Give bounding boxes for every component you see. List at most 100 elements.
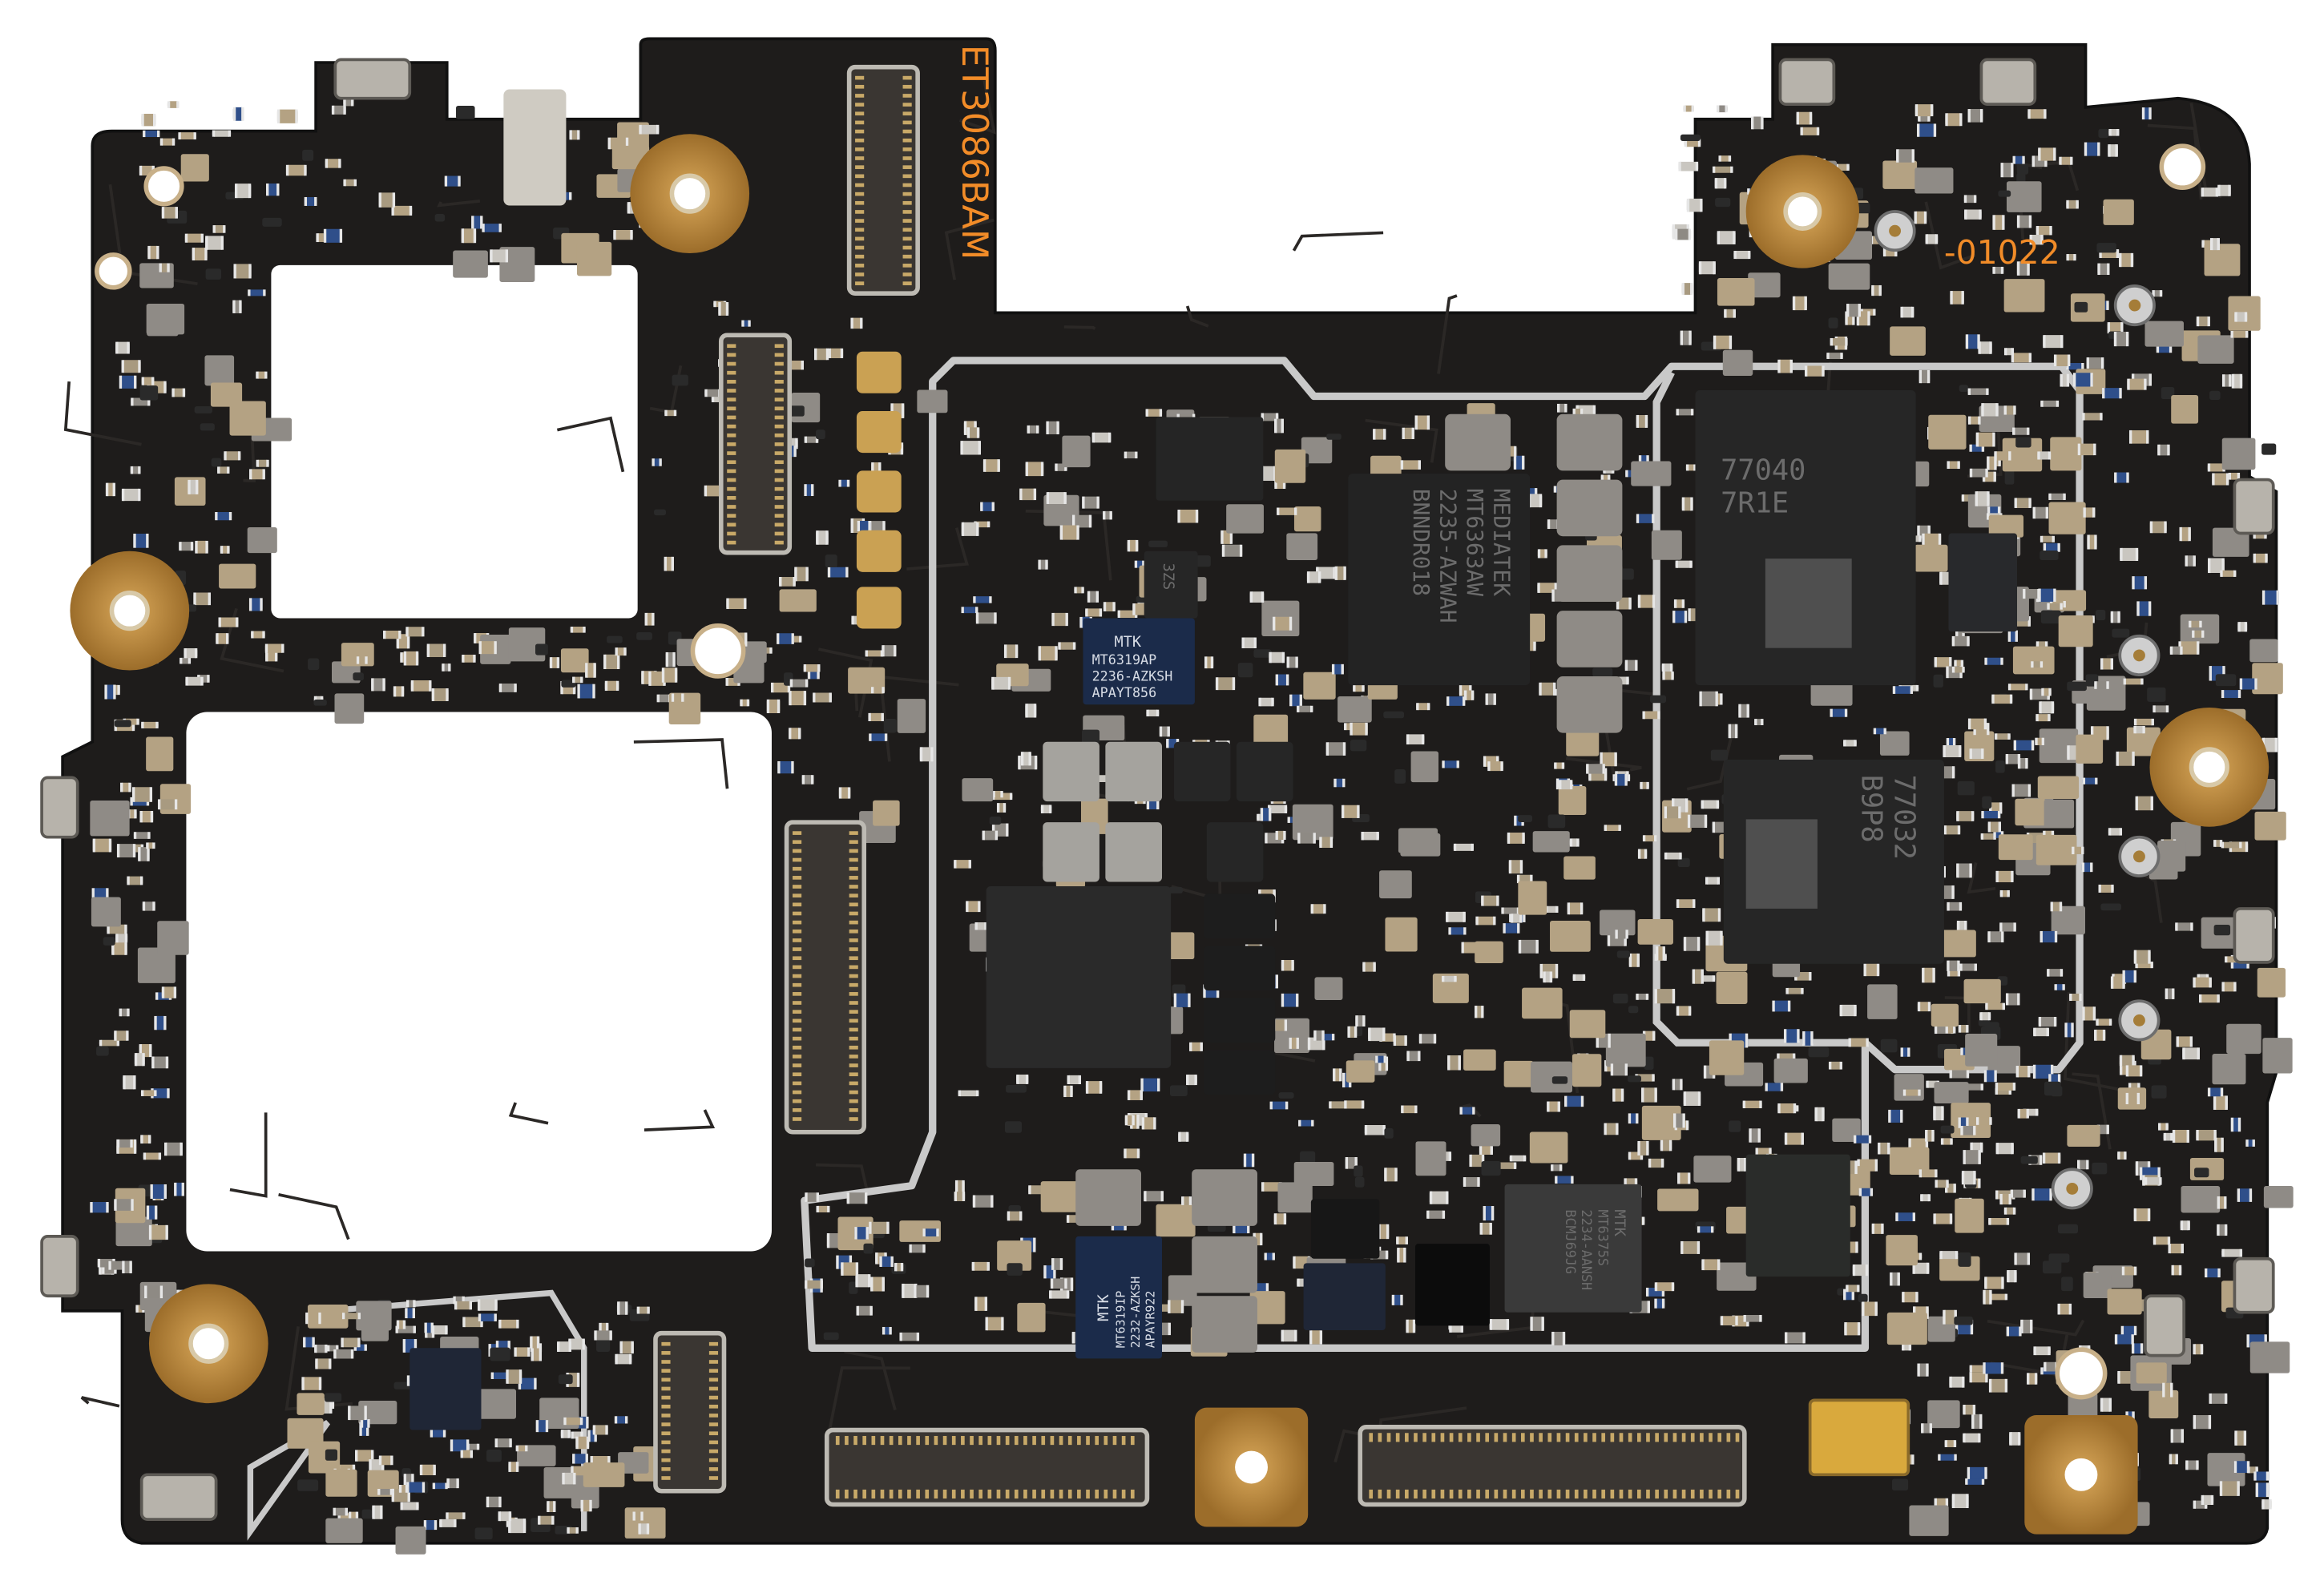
smd-component: [2011, 784, 2031, 797]
smd-terminal: [1523, 1155, 1527, 1162]
smd-component: [184, 648, 198, 659]
smd-terminal: [1167, 726, 1170, 737]
smd-terminal: [1688, 608, 1691, 622]
smd-component: [355, 1450, 374, 1462]
smd-terminal: [2217, 1268, 2221, 1278]
smd-terminal: [1717, 877, 1721, 885]
smd-terminal: [2042, 1152, 2046, 1164]
smd-component: [219, 563, 256, 589]
smd-terminal: [2108, 128, 2112, 136]
smd-terminal: [1830, 708, 1833, 717]
connector-pin: [855, 120, 865, 125]
smd-terminal: [2221, 558, 2225, 574]
smd-component: [1273, 1019, 1288, 1031]
smd-component: [1006, 1085, 1027, 1093]
smd-terminal: [2079, 994, 2082, 1002]
smd-terminal: [131, 787, 135, 802]
smd-component: [1917, 1363, 1929, 1377]
smd-terminal: [1027, 425, 1030, 434]
smd-terminal: [646, 1523, 650, 1535]
smd-terminal: [2015, 630, 2018, 642]
smd-terminal: [1544, 549, 1547, 559]
smd-terminal: [2245, 1139, 2249, 1147]
smd-terminal: [429, 680, 432, 692]
smd-component: [1927, 1400, 1960, 1429]
smd-terminal: [865, 1192, 868, 1204]
smd-component: [805, 1258, 815, 1268]
smd-terminal: [1881, 1223, 1884, 1234]
smd-terminal: [1654, 1298, 1657, 1309]
smd-component: [1145, 409, 1163, 417]
smd-component: [1329, 1101, 1349, 1109]
smd-component: [114, 1199, 134, 1211]
smd-terminal: [811, 775, 814, 784]
smd-terminal: [1940, 1138, 1944, 1145]
smd-terminal: [2135, 796, 2138, 811]
smd-terminal: [1956, 863, 1959, 878]
smd-terminal: [1890, 1272, 1893, 1286]
smd-terminal: [1765, 1083, 1768, 1091]
smd-terminal: [2196, 1130, 2199, 1141]
smd-component: [2230, 330, 2249, 338]
smd-terminal: [1281, 418, 1284, 434]
smd-terminal: [2233, 982, 2237, 992]
smd-terminal: [1397, 1248, 1400, 1263]
smd-terminal: [1626, 676, 1629, 685]
smd-terminal: [1676, 1006, 1680, 1016]
smd-component: [2220, 570, 2237, 577]
smd-terminal: [1925, 1129, 1928, 1142]
copper-trace: [1437, 294, 1458, 374]
smd-terminal: [1972, 1405, 1976, 1415]
smd-terminal: [1260, 1232, 1263, 1246]
smd-terminal: [1704, 814, 1708, 829]
inductor: [1556, 545, 1623, 602]
smd-terminal: [1298, 1119, 1301, 1127]
smd-terminal: [1883, 728, 1886, 735]
smd-component: [1503, 1060, 1534, 1087]
smd-component: [1572, 1054, 1602, 1087]
smd-component: [205, 268, 222, 280]
smd-component: [2077, 1160, 2089, 1170]
smd-terminal: [1046, 421, 1049, 435]
smd-terminal: [1096, 496, 1099, 509]
smd-terminal: [878, 462, 882, 474]
smd-component: [2133, 725, 2145, 734]
smd-component: [297, 1479, 319, 1491]
smd-terminal: [1485, 693, 1488, 705]
smd-terminal: [1293, 1256, 1296, 1269]
smd-terminal: [2254, 678, 2257, 690]
smd-component: [111, 942, 127, 955]
smd-component: [2181, 1185, 2221, 1213]
smd-terminal: [625, 1301, 628, 1315]
smd-component: [2037, 776, 2080, 799]
smd-terminal: [674, 668, 678, 683]
smd-terminal: [962, 1192, 966, 1201]
smd-terminal: [572, 1454, 575, 1464]
smd-component: [869, 1221, 890, 1234]
smd-terminal: [490, 1372, 494, 1379]
smd-component: [982, 830, 999, 841]
mounting-hole: [2189, 747, 2229, 788]
smd-terminal: [1229, 530, 1233, 544]
smd-terminal: [133, 1075, 136, 1090]
smd-component: [1951, 667, 1965, 673]
smd-terminal: [498, 1511, 501, 1522]
smd-terminal: [889, 1326, 892, 1335]
smd-terminal: [1961, 1171, 1965, 1185]
smd-component: [2036, 834, 2077, 865]
smd-terminal: [1503, 923, 1506, 934]
smd-component: [1642, 1031, 1656, 1041]
smd-terminal: [159, 138, 163, 146]
smd-component: [1058, 642, 1076, 650]
smd-component: [476, 1389, 517, 1419]
smd-terminal: [1902, 1089, 1906, 1096]
smd-terminal: [1720, 930, 1723, 946]
smd-component: [607, 635, 623, 643]
copper-trace: [818, 647, 874, 718]
smd-terminal: [1854, 1160, 1858, 1175]
smd-component: [2047, 603, 2063, 610]
smd-terminal: [124, 942, 127, 955]
smd-terminal: [1025, 1074, 1029, 1084]
smd-terminal: [1724, 309, 1727, 318]
smd-terminal: [1459, 683, 1463, 696]
